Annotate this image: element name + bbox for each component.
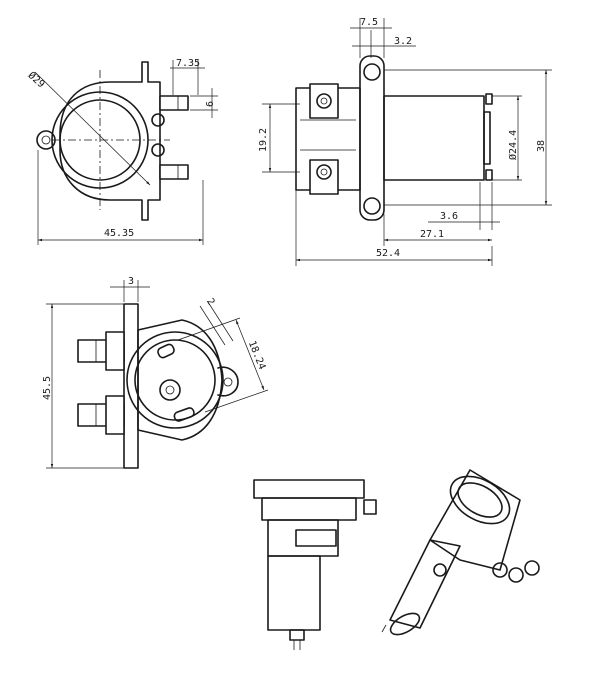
- dim-rear-flange-thickness: 3: [128, 276, 134, 287]
- iso-pump-head: [449, 475, 511, 525]
- dim-side-overall-height: 38: [536, 140, 547, 152]
- dim-side-overall-length: 52.4: [376, 248, 400, 259]
- front-view: Ø29 7.35 6 45.35: [26, 58, 218, 245]
- dim-rear-pin-diameter: 2: [204, 296, 217, 307]
- rear-shaft: [159, 379, 181, 401]
- mount-hole-upper-right: [151, 113, 165, 127]
- dim-rear-pin-offset: 18.24: [246, 339, 267, 371]
- dim-side-port-spacing: 19.2: [258, 128, 269, 152]
- flange-hole-bottom: [363, 197, 381, 215]
- dim-front-overall-width: 45.35: [104, 228, 134, 239]
- dim-side-motor-diameter: Ø24.4: [507, 130, 519, 160]
- ortho-view: [253, 479, 377, 650]
- iso-port-left: [492, 562, 508, 578]
- dim-side-terminal-length: 3.6: [440, 211, 458, 222]
- dim-side-motor-length: 27.1: [420, 229, 444, 240]
- side-view: 7.5 3.2 19.2 Ø24.4 38 3.6 27.1 52.4: [258, 17, 552, 266]
- dim-side-flange-offset: 3.2: [394, 36, 412, 47]
- mount-hole-lower-right: [151, 143, 165, 157]
- rear-pin-upper: [157, 343, 175, 359]
- flange-hole-top: [363, 63, 381, 81]
- rear-pin-lower: [173, 407, 195, 422]
- dim-front-port-width: 7.35: [176, 58, 200, 69]
- iso-port-mid: [508, 567, 524, 583]
- dim-front-diameter: Ø29: [26, 69, 47, 90]
- side-port-bottom: [316, 164, 332, 180]
- outlet-port-top: [159, 95, 189, 111]
- dim-side-flange-width: 7.5: [360, 17, 378, 28]
- dim-rear-overall-height: 45.5: [42, 376, 53, 400]
- isometric-view: [381, 469, 540, 636]
- side-port-top: [316, 93, 332, 109]
- outlet-port-bottom: [159, 164, 189, 180]
- iso-port-right: [524, 560, 540, 576]
- dim-front-port-height: 6: [205, 101, 216, 107]
- rear-view: 3 2 18.24 45.5: [42, 276, 269, 469]
- rear-pump-face: [126, 331, 224, 429]
